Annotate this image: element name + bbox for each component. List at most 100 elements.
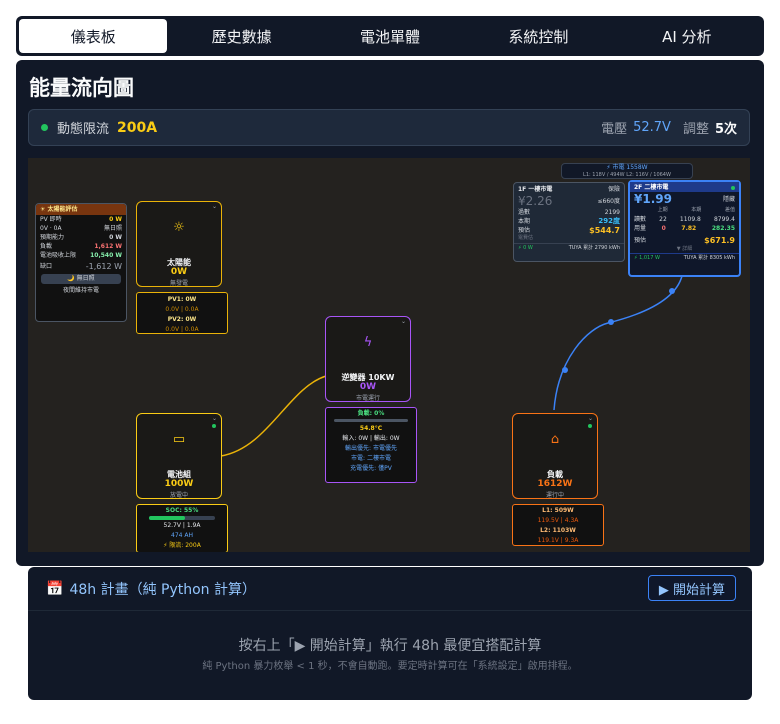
plan-header: 📅 48h 計畫（純 Python 計算） (46, 579, 256, 599)
meter2-est: $671.9 (704, 236, 735, 245)
limit-label: 動態限流 (57, 122, 110, 137)
chevron-down-icon[interactable]: ⌄ (400, 318, 406, 325)
flow-dot (669, 288, 675, 294)
tab-ai-analysis[interactable]: AI 分析 (662, 27, 712, 46)
solar-node[interactable]: ⌄ ☼ 太陽能 0W 無發電 (136, 201, 222, 287)
online-indicator-icon (588, 424, 592, 428)
plan-note: 純 Python 暴力枚舉 < 1 秒，不會自動跑。要定時計算可在「系統設定」啟… (202, 661, 578, 672)
solar-title: 太陽能 (167, 258, 191, 267)
battery-vi: 52.7V | 1.9A (163, 522, 201, 529)
chevron-down-icon[interactable]: ⌄ (211, 203, 217, 210)
meter1-price: ¥2.26 (518, 194, 553, 208)
load-l1: L1: 509W (542, 507, 574, 514)
tab-history[interactable]: 歷史數據 (211, 27, 272, 46)
battery-detail: SOC: 55% 52.7V | 1.9A 474 AH ⚡ 限流: 200A (136, 504, 228, 552)
home-icon: ⌂ (550, 432, 560, 447)
battery-soc: SOC: 55% (165, 507, 199, 514)
load-status: 運行中 (545, 492, 564, 499)
page-title: 能量流向圖 (29, 76, 134, 100)
meter1-est-label: 電費估 (518, 235, 534, 241)
meter2-price: ¥1.99 (634, 192, 672, 206)
sun-icon: ☼ (173, 220, 185, 235)
main-tab-bar: 儀表板 歷史數據 電池單體 系統控制 AI 分析 (16, 16, 764, 56)
lightning-icon: ϟ (363, 335, 373, 350)
start-calc-button[interactable]: ▶ 開始計算 (647, 575, 736, 601)
meter1-title: 1F 一樓市電 (518, 186, 553, 193)
inverter-detail: 負載: 0% 54.8°C 輸入: 0W | 輸出: 0W 輸出優先: 市電優先… (325, 407, 417, 483)
tab-dashboard[interactable]: 儀表板 (19, 19, 168, 53)
plan-title: 48h 計畫（純 Python 計算） (69, 582, 257, 598)
solar-detail: PV1: 0W 0.0V | 0.0A PV2: 0W 0.0V | 0.0A (136, 292, 228, 334)
plan-message: 按右上「▶ 開始計算」執行 48h 最便宜搭配計算 (238, 638, 542, 654)
battery-limit: ⚡ 限流: 200A (163, 542, 201, 549)
load-title: 負載 (547, 470, 563, 479)
chevron-down-icon[interactable]: ⌄ (211, 415, 217, 422)
voltage-label: 電壓 (601, 122, 628, 137)
inverter-title: 逆變器 10KW (341, 373, 395, 382)
inverter-temp: 54.8°C (359, 425, 383, 432)
inverter-charge-priority: 充電優先: 僅PV (350, 465, 392, 472)
meter2-foot-left: ⚡ 1,017 W (634, 255, 660, 261)
load-node[interactable]: ⌄ ⌂ 負載 1612W 運行中 (512, 413, 598, 499)
limit-value: 200A (117, 119, 158, 136)
load-l2: L2: 1103W (540, 527, 576, 534)
meter2-est-label: 預估 (634, 237, 647, 244)
battery-status: 放電中 (169, 492, 188, 499)
solar-row: 缺口-1,612 W (40, 262, 122, 271)
battery-icon: ▭ (172, 432, 186, 447)
no-sun-badge: 🌙 無日照 (41, 274, 121, 284)
grid-summary-line1: ⚡ 市電 1558W (606, 164, 648, 171)
solar-assessment-title: ☀ 太陽能評估 (36, 204, 126, 215)
meter1-foot-left: ⚡ 0 W (518, 245, 533, 251)
adjust-label: 調整 (682, 122, 709, 137)
inverter-io: 輸入: 0W | 輸出: 0W (342, 435, 400, 442)
tab-system-control[interactable]: 系統控制 (508, 27, 569, 46)
pv2-power: PV2: 0W (167, 316, 197, 323)
dynamic-limit-bar: 動態限流 200A 電壓 52.7V 調整 5次 (28, 109, 750, 146)
flow-dot (608, 319, 614, 325)
meter2-foot-right: TUYA 累計 8305 kWh (683, 255, 735, 261)
meter2-online-icon (731, 186, 735, 190)
inverter-status: 市電運行 (355, 395, 380, 402)
inverter-load-bar (334, 419, 408, 422)
meter2-title: 2F 二樓市電 (634, 184, 669, 191)
battery-title: 電池組 (167, 470, 191, 479)
load-l1-detail: 119.5V | 4.3A (537, 517, 579, 524)
solar-note: 夜間維持市電 (62, 287, 99, 294)
meter1-row: 預估$544.7 (518, 226, 620, 235)
chevron-down-icon[interactable]: ⌄ (587, 415, 593, 422)
load-value: 1612W (537, 479, 573, 489)
inverter-load-pct: 負載: 0% (357, 410, 385, 417)
meter2-tag: 隱藏 (722, 195, 735, 203)
calendar-icon: 📅 (46, 581, 64, 597)
battery-node[interactable]: ⌄ ▭ 電池組 100W 放電中 (136, 413, 222, 499)
status-dot-icon (41, 124, 48, 131)
battery-value: 100W (164, 479, 194, 489)
flow-canvas: ⚡ 市電 1558W L1: 118V / 494W L2: 116V / 10… (28, 158, 750, 552)
energy-flow-panel: 能量流向圖 動態限流 200A 電壓 52.7V 調整 5次 ⚡ 市電 1558… (16, 60, 764, 566)
pv1-power: PV1: 0W (167, 296, 197, 303)
grid-summary-line2: L1: 118V / 494W L2: 116V / 1064W (583, 172, 671, 178)
meter1-tag: 保險 (607, 186, 620, 193)
voltage-value: 52.7V (633, 120, 671, 135)
soc-bar (149, 516, 215, 520)
meter1-unit-price: ≤660度 (597, 197, 620, 205)
meter2-detail-link[interactable]: ▼ 詳細 (676, 246, 693, 252)
inverter-value: 0W (359, 382, 377, 392)
flow-wires (220, 275, 683, 457)
tab-battery-cells[interactable]: 電池單體 (360, 27, 421, 46)
grid-summary: ⚡ 市電 1558W L1: 118V / 494W L2: 116V / 10… (561, 163, 693, 179)
soc-bar-fill (149, 516, 186, 520)
inverter-priority: 輸出優先: 市電優先 (345, 445, 397, 452)
plan-panel: 📅 48h 計畫（純 Python 計算） ▶ 開始計算 按右上「▶ 開始計算」… (28, 567, 752, 700)
inverter-node[interactable]: ⌄ ϟ 逆變器 10KW 0W 市電運行 (325, 316, 411, 402)
